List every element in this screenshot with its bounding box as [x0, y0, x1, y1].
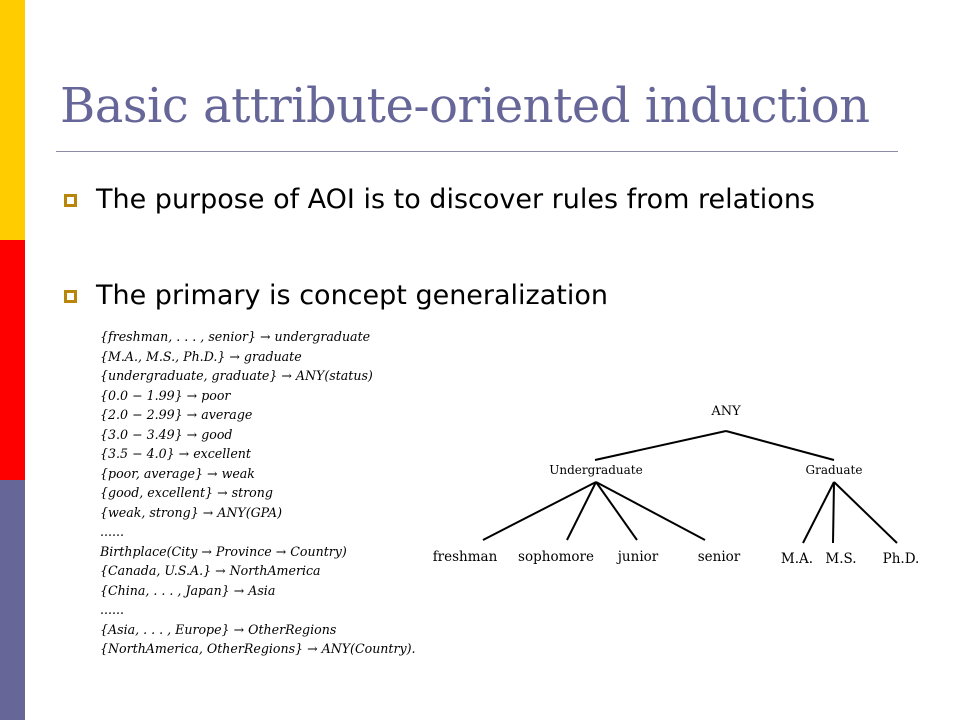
- title-divider: [56, 151, 898, 152]
- tree-leaf-senior: senior: [698, 549, 741, 565]
- rule-line: ......: [100, 524, 125, 539]
- rule-line: Birthplace(City → Province → Country): [100, 543, 347, 559]
- rule-line: {3.5 − 4.0} → excellent: [100, 446, 251, 461]
- tree-leaf-ma: M.A.: [781, 551, 813, 567]
- edge-graduate-ms: [832, 481, 835, 544]
- rule-line: {undergraduate, graduate} → ANY(status): [100, 368, 373, 383]
- bullet-item-aoi-purpose: The purpose of AOI is to discover rules …: [60, 181, 860, 219]
- side-bar-yellow: [0, 0, 25, 240]
- bullet-text: The primary is concept generalization: [96, 280, 608, 311]
- edge-any-graduate: [725, 430, 835, 461]
- rule-line: {M.A., M.S., Ph.D.} → graduate: [100, 348, 302, 364]
- rule-line: {freshman, . . . , senior} → undergradua…: [100, 329, 371, 344]
- rule-line: {3.0 − 3.49} → good: [100, 426, 233, 442]
- rule-line: {Asia, . . . , Europe} → OtherRegions: [100, 621, 337, 637]
- edge-undergraduate-freshman: [482, 481, 597, 541]
- edge-undergraduate-junior: [595, 481, 638, 541]
- rule-line: {Canada, U.S.A.} → NorthAmerica: [100, 563, 321, 578]
- rule-line: {2.0 − 2.99} → average: [100, 407, 253, 422]
- tree-leaf-ms: M.S.: [825, 551, 856, 567]
- edge-undergraduate-sophomore: [566, 481, 597, 541]
- rule-line: ......: [100, 602, 125, 617]
- side-bar-red: [0, 240, 25, 480]
- edge-graduate-ma: [802, 481, 835, 544]
- rule-line: {China, . . . , Japan} → Asia: [100, 582, 276, 598]
- tree-leaf-phd: Ph.D.: [883, 551, 920, 567]
- tree-node-graduate: Graduate: [806, 463, 863, 477]
- tree-leaf-junior: junior: [616, 549, 659, 565]
- concept-hierarchy-rules: {freshman, . . . , senior} → undergradua…: [100, 327, 416, 659]
- tree-node-undergraduate: Undergraduate: [549, 463, 642, 477]
- rule-line: {good, excellent} → strong: [100, 485, 273, 500]
- tree-node-any: ANY: [710, 404, 741, 419]
- rule-line: {weak, strong} → ANY(GPA): [100, 504, 282, 520]
- edge-any-undergraduate: [594, 430, 727, 461]
- tree-leaf-sophomore: sophomore: [518, 549, 594, 565]
- edge-undergraduate-senior: [595, 481, 706, 541]
- rule-line: {0.0 − 1.99} → poor: [100, 387, 231, 403]
- tree-edges: [482, 430, 898, 544]
- edge-graduate-phd: [833, 481, 898, 544]
- side-bar-blue: [0, 480, 25, 720]
- tree-leaf-freshman: freshman: [433, 549, 498, 565]
- bullet-text: The purpose of AOI is to discover rules …: [96, 184, 815, 215]
- rule-line: {poor, average} → weak: [100, 465, 255, 481]
- slide-title: Basic attribute-oriented induction: [60, 78, 870, 134]
- square-bullet-icon: [64, 194, 77, 207]
- square-bullet-icon: [64, 290, 77, 303]
- rule-line: {NorthAmerica, OtherRegions} → ANY(Count…: [100, 641, 416, 656]
- bullet-item-concept-generalization: The primary is concept generalization: [60, 277, 860, 315]
